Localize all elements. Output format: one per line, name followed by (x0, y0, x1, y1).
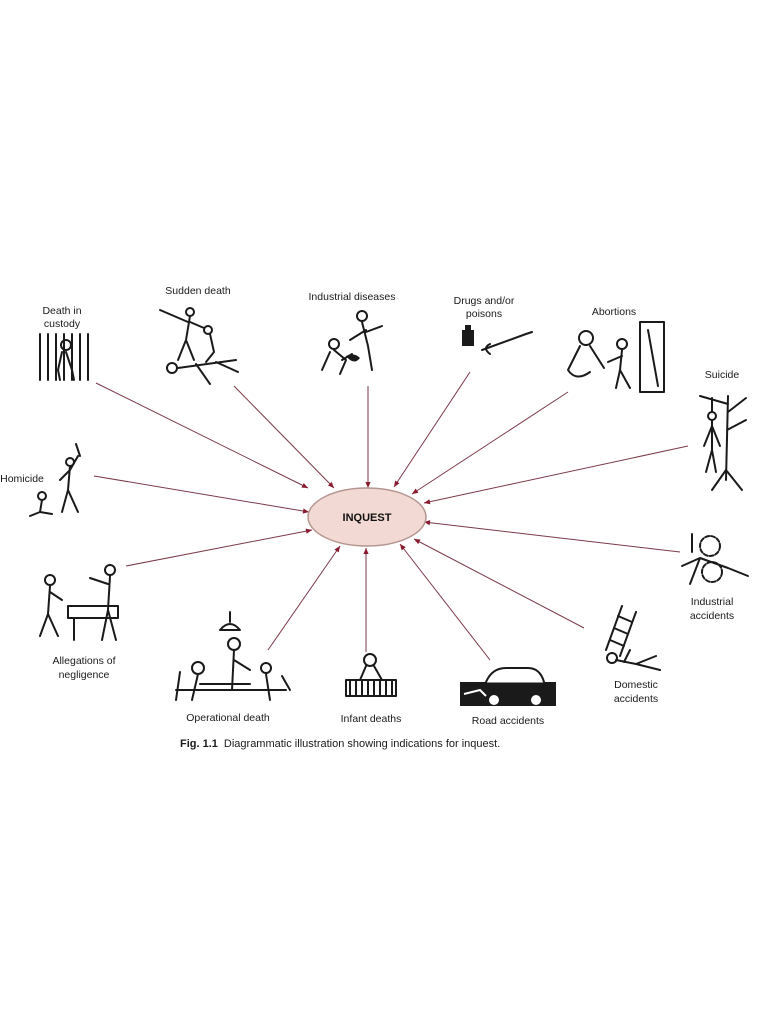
domestic-accidents-label-2: accidents (614, 693, 658, 705)
industrial-accidents-label-1: Industrial (691, 596, 734, 608)
drugs-poisons-label-2: poisons (466, 308, 502, 320)
center-node: INQUEST (307, 487, 427, 547)
sudden-death-label: Sudden death (165, 285, 231, 297)
arrowhead-industrial-accidents (424, 520, 431, 526)
arrowhead-infant-deaths (363, 548, 369, 554)
node-industrial-diseases: Industrial diseases (309, 291, 396, 375)
connectors (93, 371, 689, 661)
node-abortions: Abortions (567, 306, 665, 393)
figure-caption-text: Diagrammatic illustration showing indica… (223, 738, 501, 750)
prison-bars-figure-icon (39, 333, 89, 381)
collapsed-figure-icon (159, 307, 239, 385)
arrowhead-negligence (305, 528, 312, 534)
car-crash-icon (460, 667, 556, 706)
arrowhead-industrial-diseases (365, 482, 371, 488)
negligence-figures-icon (39, 564, 119, 641)
death-in-custody-label-1: Death in (42, 305, 81, 317)
suicide-label: Suicide (705, 369, 740, 381)
road-accidents-label: Road accidents (472, 715, 544, 727)
node-sudden-death: Sudden death (159, 285, 239, 385)
node-negligence: Allegations of negligence (39, 564, 119, 681)
center-label: INQUEST (343, 512, 392, 524)
connector-industrial-accidents (423, 521, 681, 553)
arrowhead-suicide (424, 499, 431, 505)
death-in-custody-label-2: custody (44, 318, 81, 330)
figure-caption: Fig. 1.1 Diagrammatic illustration showin… (180, 738, 500, 750)
connector-sudden-death (233, 385, 335, 489)
surgery-scene-icon (175, 611, 291, 701)
node-death-in-custody: Death in custody (39, 305, 89, 381)
abortions-label: Abortions (592, 306, 636, 318)
node-infant-deaths: Infant deaths (341, 653, 402, 725)
operational-death-label: Operational death (186, 712, 270, 724)
assault-figure-icon (29, 443, 81, 517)
homicide-label: Homicide (0, 473, 44, 485)
arrowhead-abortions (412, 488, 419, 494)
arrowhead-road-accidents (400, 544, 406, 551)
node-road-accidents: Road accidents (460, 667, 556, 727)
connector-abortions (411, 391, 569, 495)
arrowhead-domestic-accidents (414, 539, 421, 545)
connector-road-accidents (399, 543, 491, 661)
negligence-label-2: negligence (59, 669, 110, 681)
syringe-bottle-icon (462, 325, 533, 355)
node-homicide: Homicide (0, 443, 81, 517)
arrowhead-operational-death (334, 546, 340, 553)
arrowhead-drugs-poisons (394, 480, 400, 487)
connector-domestic-accidents (413, 538, 585, 629)
node-drugs-poisons: Drugs and/or poisons (454, 295, 533, 355)
connector-negligence (125, 529, 313, 567)
abortion-figure-icon (567, 321, 665, 393)
node-suicide: Suicide (699, 369, 747, 491)
node-domestic-accidents: Domestic accidents (605, 605, 661, 705)
node-industrial-accidents: Industrial accidents (681, 533, 749, 622)
industrial-diseases-label: Industrial diseases (309, 291, 396, 303)
infant-deaths-label: Infant deaths (341, 713, 402, 725)
connector-operational-death (267, 545, 341, 651)
infant-crib-icon (345, 653, 397, 697)
hanging-tree-icon (699, 395, 747, 491)
connector-homicide (93, 475, 310, 513)
ladder-fall-icon (605, 605, 661, 671)
industrial-disease-figure-icon (321, 310, 383, 375)
machine-accident-icon (681, 533, 749, 585)
industrial-accidents-label-2: accidents (690, 610, 734, 622)
arrowhead-death-in-custody (301, 483, 308, 488)
drugs-poisons-label-1: Drugs and/or (454, 295, 515, 307)
domestic-accidents-label-1: Domestic (614, 679, 658, 691)
connector-suicide (423, 445, 689, 504)
connector-drugs-poisons (393, 371, 471, 488)
figure-number: Fig. 1.1 (180, 738, 218, 750)
arrowhead-sudden-death (327, 481, 334, 488)
arrowhead-homicide (302, 508, 309, 514)
connector-death-in-custody (95, 382, 309, 489)
negligence-label-1: Allegations of (52, 655, 115, 667)
node-operational-death: Operational death (175, 611, 291, 724)
